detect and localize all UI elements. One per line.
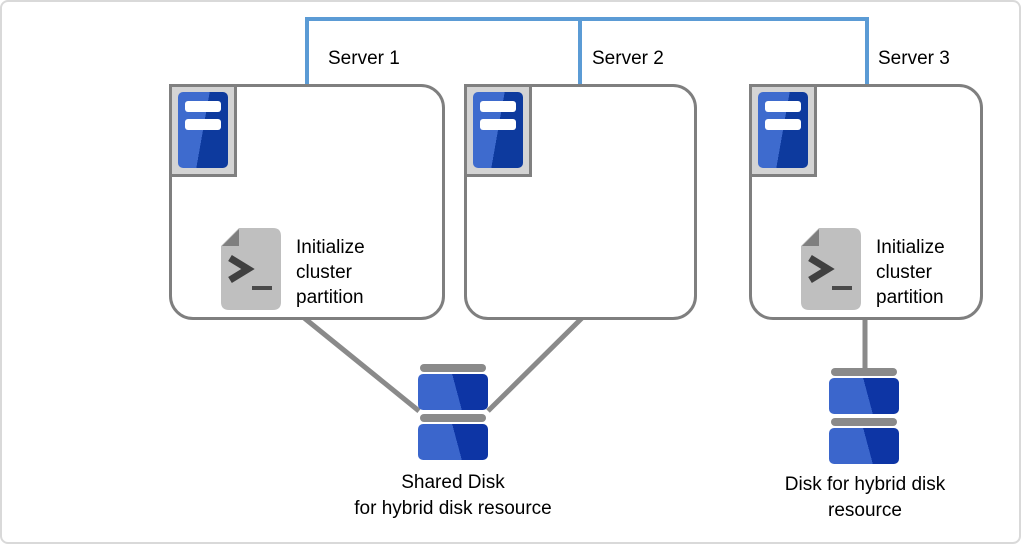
- script-file-icon: [801, 228, 861, 310]
- server1-label: Server 1: [328, 48, 400, 69]
- script-file-icon: [221, 228, 281, 310]
- server-slot: [185, 101, 221, 112]
- server-slot: [765, 101, 801, 112]
- server-slot: [765, 119, 801, 130]
- server-icon-body: [178, 92, 228, 168]
- script-label: Initialize cluster partition: [296, 237, 365, 308]
- disk-platter: [418, 374, 488, 410]
- server-icon: [169, 84, 237, 177]
- server3-box: Initialize cluster partition: [749, 84, 983, 320]
- server-icon: [749, 84, 817, 177]
- server-icon-body: [473, 92, 523, 168]
- disk-platter: [418, 424, 488, 460]
- server2-label: Server 2: [592, 48, 664, 69]
- server3-label: Server 3: [878, 48, 950, 69]
- server-icon: [464, 84, 532, 177]
- server-slot: [480, 119, 516, 130]
- server-icon-body: [758, 92, 808, 168]
- server2-box: [464, 84, 697, 320]
- hybrid-disk-label: Disk for hybrid disk resource: [784, 474, 946, 521]
- shared-disk-label: Shared Disk for hybrid disk resource: [354, 472, 552, 519]
- shared-disk-icon: [418, 364, 488, 464]
- script-label: Initialize cluster partition: [876, 237, 945, 308]
- network-interconnect-line: [305, 17, 869, 85]
- hybrid-disk-icon: [829, 368, 899, 468]
- connector-server2-shared-disk: [486, 315, 585, 413]
- disk-cap: [420, 364, 486, 372]
- disk-platter: [829, 378, 899, 414]
- connector-server1-shared-disk: [301, 315, 421, 413]
- server1-box: Initialize cluster partition: [169, 84, 445, 320]
- disk-platter: [829, 428, 899, 464]
- server-slot: [185, 119, 221, 130]
- disk-cap: [831, 418, 897, 426]
- disk-cap: [831, 368, 897, 376]
- server-slot: [480, 101, 516, 112]
- disk-cap: [420, 414, 486, 422]
